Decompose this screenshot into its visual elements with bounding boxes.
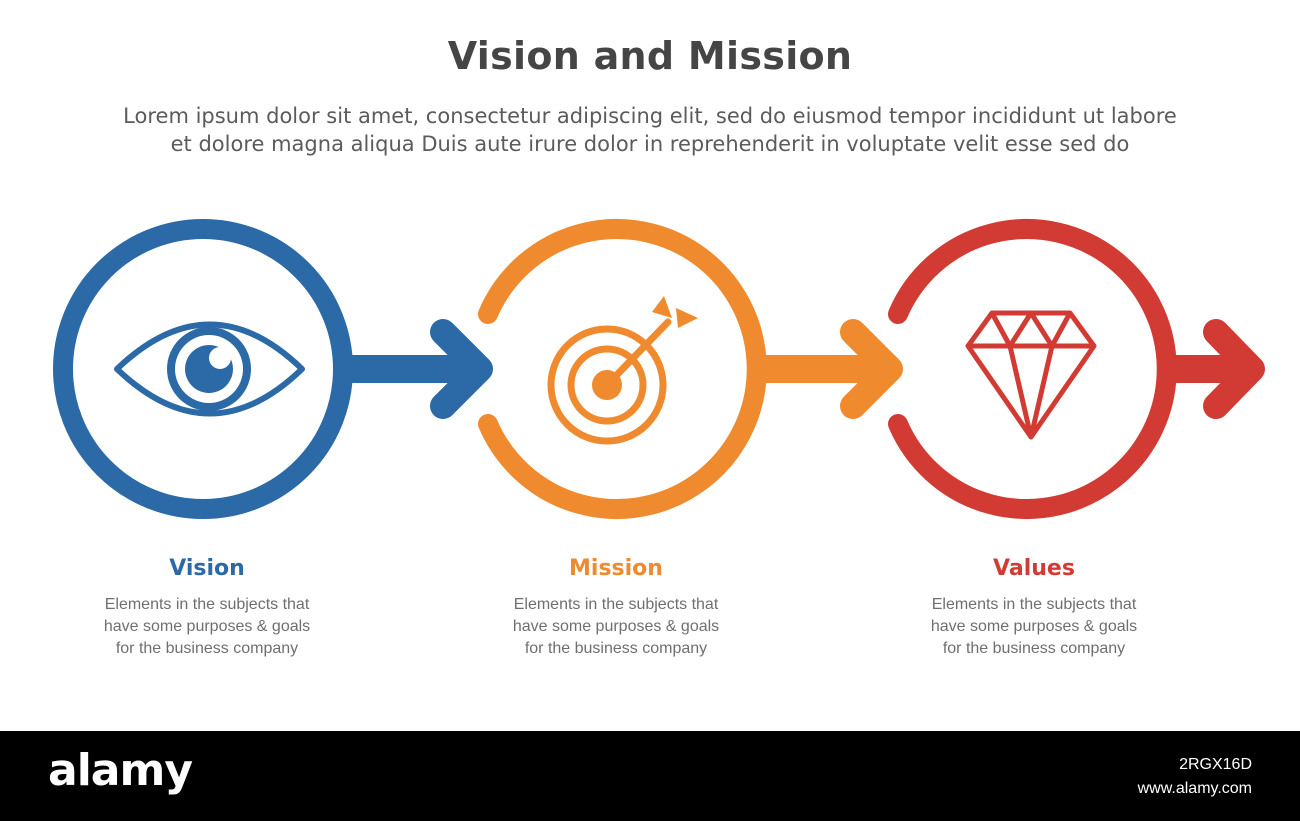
page-subtitle: Lorem ipsum dolor sit amet, consectetur …: [40, 102, 1260, 158]
mission-desc-line: for the business company: [524, 640, 708, 657]
mission-desc-line: Elements in the subjects that: [513, 596, 719, 613]
site-url: www.alamy.com: [1137, 780, 1252, 797]
vision-desc-line: for the business company: [115, 640, 299, 657]
footer-image-info: 2RGX16D www.alamy.com: [1138, 753, 1252, 801]
vision-description: Elements in the subjects that have some …: [57, 594, 357, 660]
values-desc-line: have some purposes & goals: [930, 618, 1138, 635]
target-arrow-icon: [547, 296, 698, 445]
mission-description: Elements in the subjects that have some …: [466, 594, 766, 660]
subtitle-line: et dolore magna aliqua Duis aute irure d…: [170, 132, 1130, 156]
values-desc-line: Elements in the subjects that: [931, 596, 1137, 613]
vision-title: Vision: [169, 556, 245, 581]
subtitle-line: Lorem ipsum dolor sit amet, consectetur …: [123, 104, 1177, 128]
eye-icon: [114, 321, 305, 417]
mission-node: [478, 219, 903, 519]
values-title: Values: [993, 556, 1075, 581]
mission-arrow-head: [840, 319, 903, 419]
values-ring-arc: [888, 219, 1177, 519]
values-description: Elements in the subjects that have some …: [884, 594, 1184, 660]
vision-desc-line: Elements in the subjects that: [104, 596, 310, 613]
vision-node: [53, 219, 493, 519]
vision-desc-line: have some purposes & goals: [103, 618, 311, 635]
watermark-footer: alamy 2RGX16D www.alamy.com: [0, 731, 1300, 821]
page-title: Vision and Mission: [447, 34, 853, 78]
values-desc-line: for the business company: [942, 640, 1126, 657]
alamy-logo: alamy: [48, 745, 193, 796]
vision-arrow-head: [430, 319, 493, 419]
diamond-icon: [965, 310, 1097, 440]
mission-desc-line: have some purposes & goals: [512, 618, 720, 635]
image-id: 2RGX16D: [1179, 756, 1252, 773]
mission-title: Mission: [569, 556, 663, 581]
values-node: [888, 219, 1265, 519]
values-arrow-head: [1203, 319, 1265, 419]
